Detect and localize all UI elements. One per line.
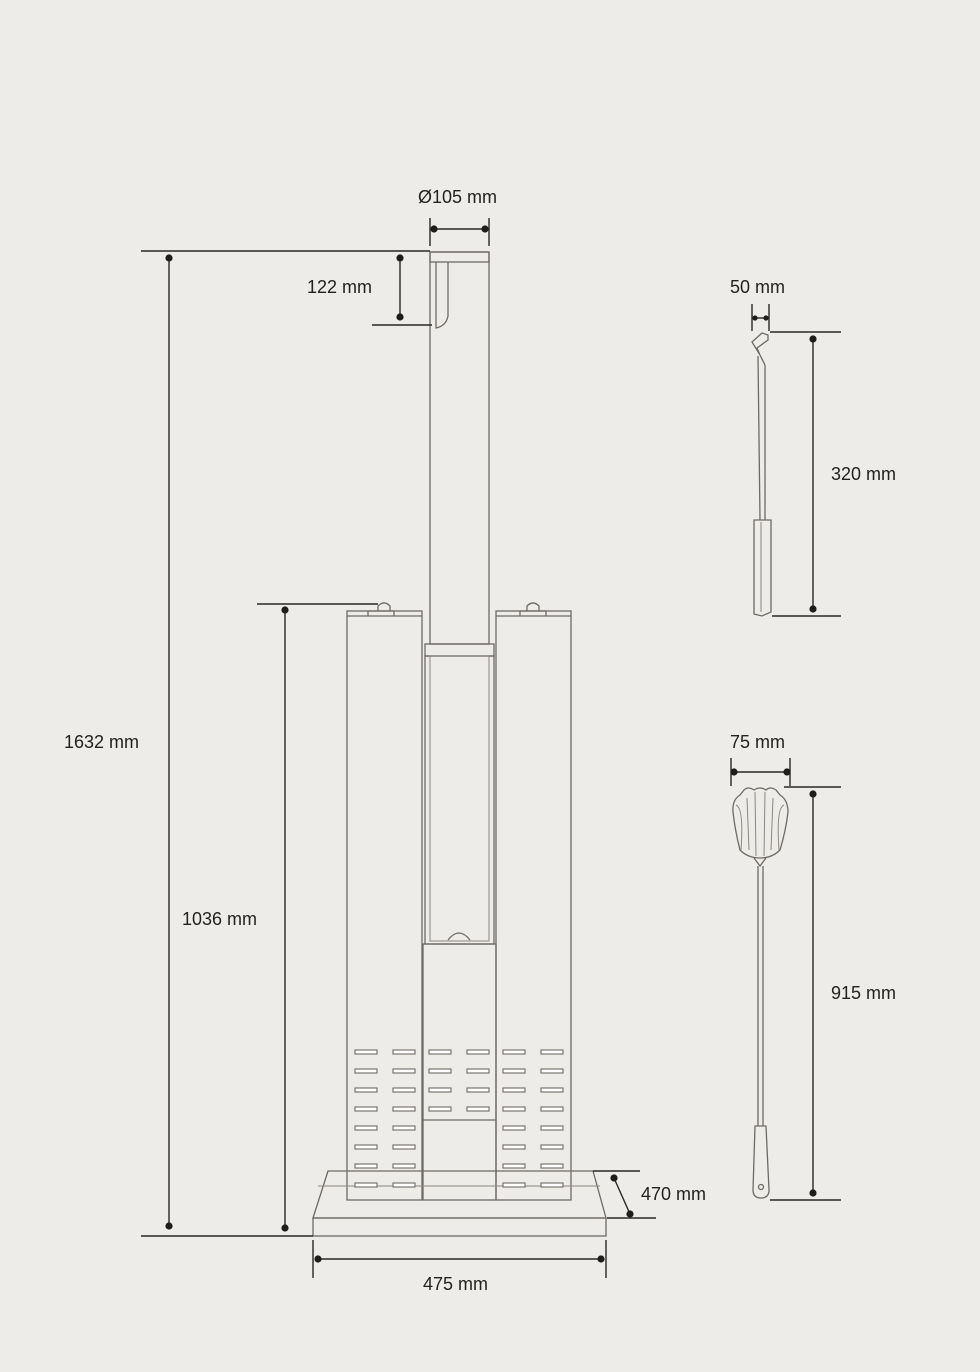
window-frame [424, 655, 495, 945]
central-tube [429, 251, 490, 645]
top-section-label: 122 mm [307, 277, 372, 297]
brush-head [732, 787, 789, 859]
base-plate [312, 1217, 607, 1237]
tube-diameter-label: Ø105 mm [418, 187, 497, 207]
right-lid-handle-base [519, 610, 547, 616]
window-top-band [424, 643, 495, 657]
base-plinth [312, 1170, 607, 1219]
dimension-body-height [257, 603, 378, 1232]
dimension-brush-width [730, 758, 791, 786]
right-slots [502, 1049, 564, 1188]
brush-tool-drawing [732, 787, 789, 1199]
brush-handle [752, 1125, 770, 1199]
window-glass [429, 655, 490, 942]
right-lid-knob [526, 602, 540, 611]
scraper-head [751, 332, 769, 356]
dimension-brush-length [770, 786, 841, 1201]
tube-cap [429, 251, 490, 263]
dimension-base-width [312, 1240, 607, 1278]
body-height-label: 1036 mm [182, 909, 257, 929]
dimension-scraper-length [770, 331, 841, 617]
dimension-top-section [372, 254, 432, 326]
tube-opening [435, 262, 449, 329]
dimension-base-depth [593, 1170, 656, 1219]
base-depth-label: 470 mm [641, 1184, 706, 1204]
brush-length-label: 915 mm [831, 983, 896, 1003]
brush-width-label: 75 mm [730, 732, 785, 752]
dimension-tube-diameter [429, 218, 490, 246]
scraper-width-label: 50 mm [730, 277, 785, 297]
left-lid-knob [377, 602, 391, 611]
center-slots [428, 1049, 490, 1112]
brush-hang-hole [757, 1183, 765, 1191]
dimension-total-height [141, 250, 430, 1237]
left-slots [354, 1049, 416, 1188]
scraper-length-label: 320 mm [831, 464, 896, 484]
base-width-label: 475 mm [423, 1274, 488, 1294]
right-column [495, 610, 572, 1201]
left-column [346, 610, 423, 1201]
scraper-tool-drawing [751, 332, 772, 617]
total-height-label: 1632 mm [64, 732, 139, 752]
left-lid-handle-base [367, 610, 395, 616]
ventilation-slots [354, 1049, 564, 1188]
burner-dome [447, 932, 471, 941]
dimension-scraper-width [751, 304, 770, 331]
scraper-handle [753, 519, 772, 617]
